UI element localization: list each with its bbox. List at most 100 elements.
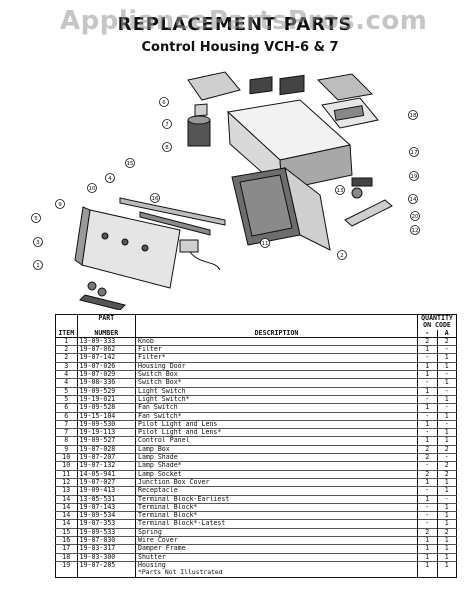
qty-code-a-cell: - (436, 345, 457, 354)
footnote: *Parts Not Illustrated (135, 569, 419, 577)
qty-code-a-cell: 1 (436, 477, 457, 487)
item-cell: 3 (55, 361, 78, 371)
description-cell: Pilot Light and Lens* (135, 428, 419, 437)
qty-code-a-cell: - (436, 419, 457, 429)
control-panel-edge-shape (74, 206, 91, 266)
part-number-cell: 19-07-143 (77, 502, 136, 512)
description-cell: Filter* (135, 353, 419, 363)
callout-9: 9 (55, 199, 65, 209)
svg-text:20: 20 (412, 214, 419, 220)
lamp-socket-shape (194, 103, 208, 117)
header-code-dash: - (417, 329, 437, 338)
description-cell: Light Switch* (135, 394, 419, 404)
description-cell: Light Switch (135, 386, 419, 396)
item-cell: 14 (55, 502, 78, 512)
svg-text:12: 12 (412, 228, 419, 234)
svg-text:14: 14 (410, 197, 417, 203)
description-cell: Terminal Block*-Latest (135, 519, 419, 529)
part-number-cell: 19-03-300 (77, 552, 136, 562)
exploded-parts-diagram: 6 7 8 18 17 19 14 20 12 13 15 16 11 2 4 … (31, 71, 420, 310)
qty-code-a-cell: - (436, 453, 457, 462)
description-cell: Wire Cover (135, 535, 419, 545)
item-cell: 14 (55, 519, 78, 529)
callout-7: 7 (162, 119, 172, 129)
item-cell: 4 (55, 370, 78, 379)
qty-code-dash-cell: - (417, 486, 437, 496)
svg-text:10: 10 (89, 186, 96, 192)
qty-code-a-cell: 2 (436, 527, 457, 537)
qty-code-a-cell: 1 (436, 378, 457, 388)
qty-code-a-cell: 1 (436, 560, 457, 570)
description-cell: Terminal Block* (135, 502, 419, 512)
qty-code-a-cell: 2 (436, 444, 457, 454)
qty-code-a-cell: 1 (436, 502, 457, 512)
qty-code-dash-cell: 1 (417, 345, 437, 354)
qty-code-dash-cell: - (417, 502, 437, 512)
item-cell: 4 (55, 378, 78, 388)
qty-code-a-cell: - (436, 494, 457, 504)
description-cell: Spring (135, 527, 419, 537)
description-cell: Fan Switch (135, 403, 419, 413)
part-number-cell: 19-03-317 (77, 544, 136, 554)
header-on-code: ON CODE (423, 322, 451, 330)
part-number-cell: 19-07-026 (77, 361, 136, 371)
terminal-block-shape (351, 177, 373, 187)
qty-code-a-cell: 2 (436, 469, 457, 479)
qty-code-a-cell: 1 (436, 519, 457, 529)
svg-text:2: 2 (340, 253, 344, 259)
item-cell: 18 (55, 552, 78, 562)
callout-3: 3 (33, 237, 43, 247)
item-cell: 11 (55, 469, 78, 479)
item-cell: 14 (55, 494, 78, 504)
qty-code-dash-cell: 2 (417, 336, 437, 346)
part-number-cell: 19-07-207 (77, 453, 136, 462)
part-number-cell: 19-09-530 (77, 419, 136, 429)
item-cell: 19 (55, 560, 78, 570)
description-cell: Lamp Socket (135, 469, 419, 479)
part-number-cell: 19-07-205 (77, 560, 136, 570)
svg-text:16: 16 (152, 196, 159, 202)
description-cell: Control Panel (135, 436, 419, 446)
description-cell: Pilot Light and Lens (135, 419, 419, 429)
callout-16: 16 (150, 193, 160, 203)
part-number-cell: 13-09-333 (77, 336, 136, 346)
item-cell: 10 (55, 453, 78, 462)
qty-code-dash-cell: - (417, 353, 437, 363)
qty-code-dash-cell: 1 (417, 386, 437, 396)
qty-code-a-cell: 1 (436, 394, 457, 404)
part-number-cell: 19-09-529 (77, 386, 136, 396)
qty-code-dash-cell: 1 (417, 560, 437, 570)
part-number-cell: 19-07-062 (77, 345, 136, 354)
description-cell: Housing Door (135, 361, 419, 371)
callout-20: 20 (410, 211, 420, 221)
callout-19: 19 (409, 171, 419, 181)
callout-15: 15 (125, 158, 135, 168)
description-cell: Lamp Shade* (135, 461, 419, 471)
item-cell: 1 (55, 336, 78, 346)
qty-code-a-cell: 1 (436, 544, 457, 554)
item-cell: 10 (55, 461, 78, 471)
qty-code-dash-cell: 1 (417, 436, 437, 446)
cover-plate-shape (187, 71, 241, 101)
svg-text:9: 9 (58, 202, 62, 208)
header-code-a: A (436, 329, 457, 338)
qty-code-dash-cell: - (417, 411, 437, 421)
page-title: REPLACEMENT PARTS (117, 14, 353, 35)
part-number-cell: 19-07-353 (77, 519, 136, 529)
receptacle-shape (351, 187, 363, 199)
part-number-cell: 19-15-104 (77, 411, 136, 421)
